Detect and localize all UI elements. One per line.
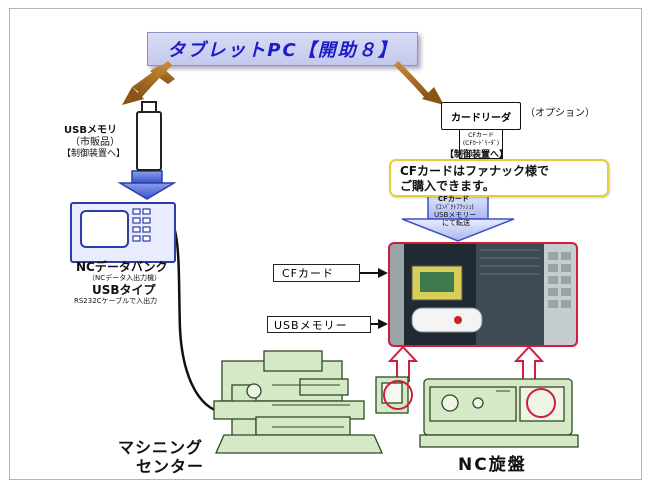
note-line2: ご購入できます。 bbox=[400, 179, 495, 193]
note-box bbox=[389, 159, 609, 197]
note-line1: CFカードはファナック様で bbox=[400, 164, 550, 178]
databank-sub: （NCデータ入出力機） bbox=[88, 274, 162, 282]
usb-memory-callout-label: USBメモリー bbox=[274, 318, 348, 332]
page-title: タブレットPC【開助８】 bbox=[167, 40, 398, 61]
databank-screen bbox=[80, 210, 129, 248]
databank-type: USBタイプ bbox=[92, 283, 156, 297]
diagram-graphics bbox=[117, 60, 579, 454]
controller-photo-image bbox=[390, 244, 576, 345]
machining-center-label-1: マシニング bbox=[118, 438, 204, 457]
transfer-line1: CFカード bbox=[438, 195, 469, 203]
nc-lathe bbox=[419, 378, 579, 448]
transfer-line2: (ｺﾝﾊﾟｸﾄﾌﾗｯｼｭ) bbox=[436, 204, 474, 211]
card-reader-option: （オプション） bbox=[525, 108, 595, 119]
databank-note: RS232Cケーブルで入出力 bbox=[74, 297, 158, 305]
machining-center-label-2: センター bbox=[136, 457, 205, 476]
card-reader-box: カードリーダ bbox=[441, 102, 521, 130]
cf-card-callout: CFカード bbox=[273, 264, 360, 282]
controller-photo bbox=[388, 242, 578, 347]
usb-memory-callout: USBメモリー bbox=[267, 316, 371, 333]
cf-card-text1: CFカード bbox=[468, 132, 494, 139]
red-up-arrow-right bbox=[513, 345, 545, 382]
card-reader-to-controller: 【制御装置へ】 bbox=[445, 150, 509, 160]
nc-lathe-highlight bbox=[526, 388, 556, 418]
card-reader-label: カードリーダ bbox=[451, 112, 511, 124]
cf-card-icon: CFカード (CFｶｰﾄﾞﾘｰﾀﾞ) bbox=[459, 130, 503, 159]
machining-center bbox=[213, 350, 409, 454]
usb-stick-cap-icon bbox=[141, 101, 157, 113]
blue-down-arrow bbox=[117, 170, 177, 200]
diagram-frame: タブレットPC【開助８】 bbox=[9, 8, 642, 480]
usb-memory-sub1: （市販品） bbox=[70, 137, 120, 148]
title-banner: タブレットPC【開助８】 bbox=[147, 32, 418, 66]
usb-memory-sub2: 【制御装置へ】 bbox=[62, 149, 126, 159]
databank-title: NCデータバンク bbox=[76, 260, 168, 274]
brown-arrow-right bbox=[393, 60, 444, 105]
transfer-line4: にて転送 bbox=[442, 219, 470, 227]
usb-stick-icon bbox=[136, 111, 162, 171]
transfer-line3: USBメモリー bbox=[434, 211, 477, 219]
usb-memory-label: USBメモリ bbox=[64, 125, 117, 136]
red-up-arrow-left bbox=[387, 345, 419, 382]
machining-center-highlight bbox=[383, 380, 413, 410]
cf-card-callout-label: CFカード bbox=[282, 267, 335, 280]
brown-arrow-left bbox=[122, 60, 175, 105]
cf-card-text2: (CFｶｰﾄﾞﾘｰﾀﾞ) bbox=[462, 140, 500, 147]
nc-lathe-label: NC旋盤 bbox=[458, 455, 527, 475]
